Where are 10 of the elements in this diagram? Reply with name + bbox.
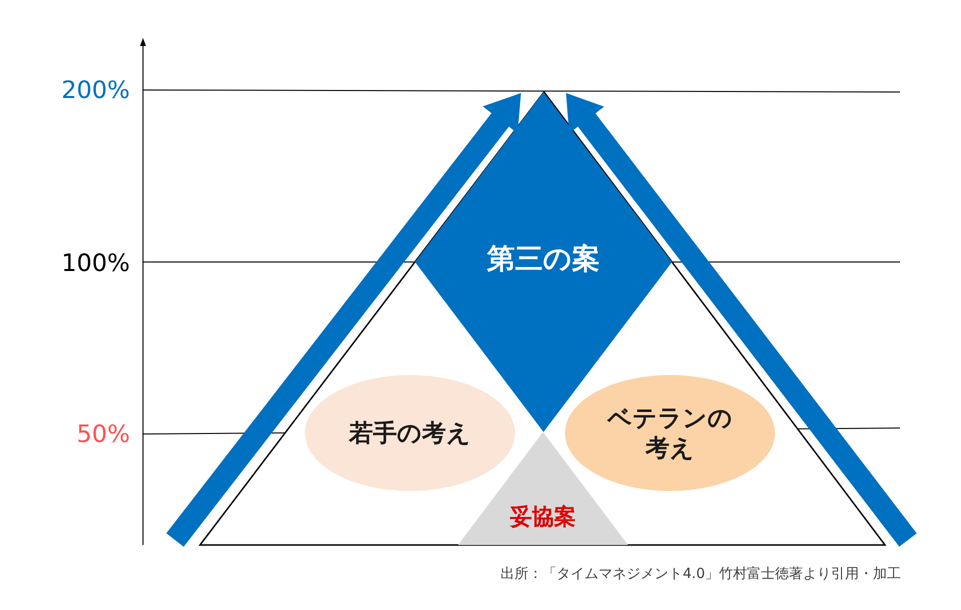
node-label: 若手の考え <box>348 418 472 448</box>
source-caption: 出所：「タイムマネジメント4.0」竹村富士徳著より引用・加工 <box>500 565 901 583</box>
node-label: 第三の案 <box>486 240 601 276</box>
idea-ellipse <box>305 375 515 491</box>
node-label: ベテランの考え <box>606 403 734 463</box>
node-label: 妥協案 <box>508 504 577 532</box>
axis-tick-label: 200% <box>61 76 130 104</box>
axis-tick-label: 50% <box>76 420 130 448</box>
idea-ellipse <box>565 375 775 491</box>
axis-tick-label: 100% <box>61 249 130 277</box>
